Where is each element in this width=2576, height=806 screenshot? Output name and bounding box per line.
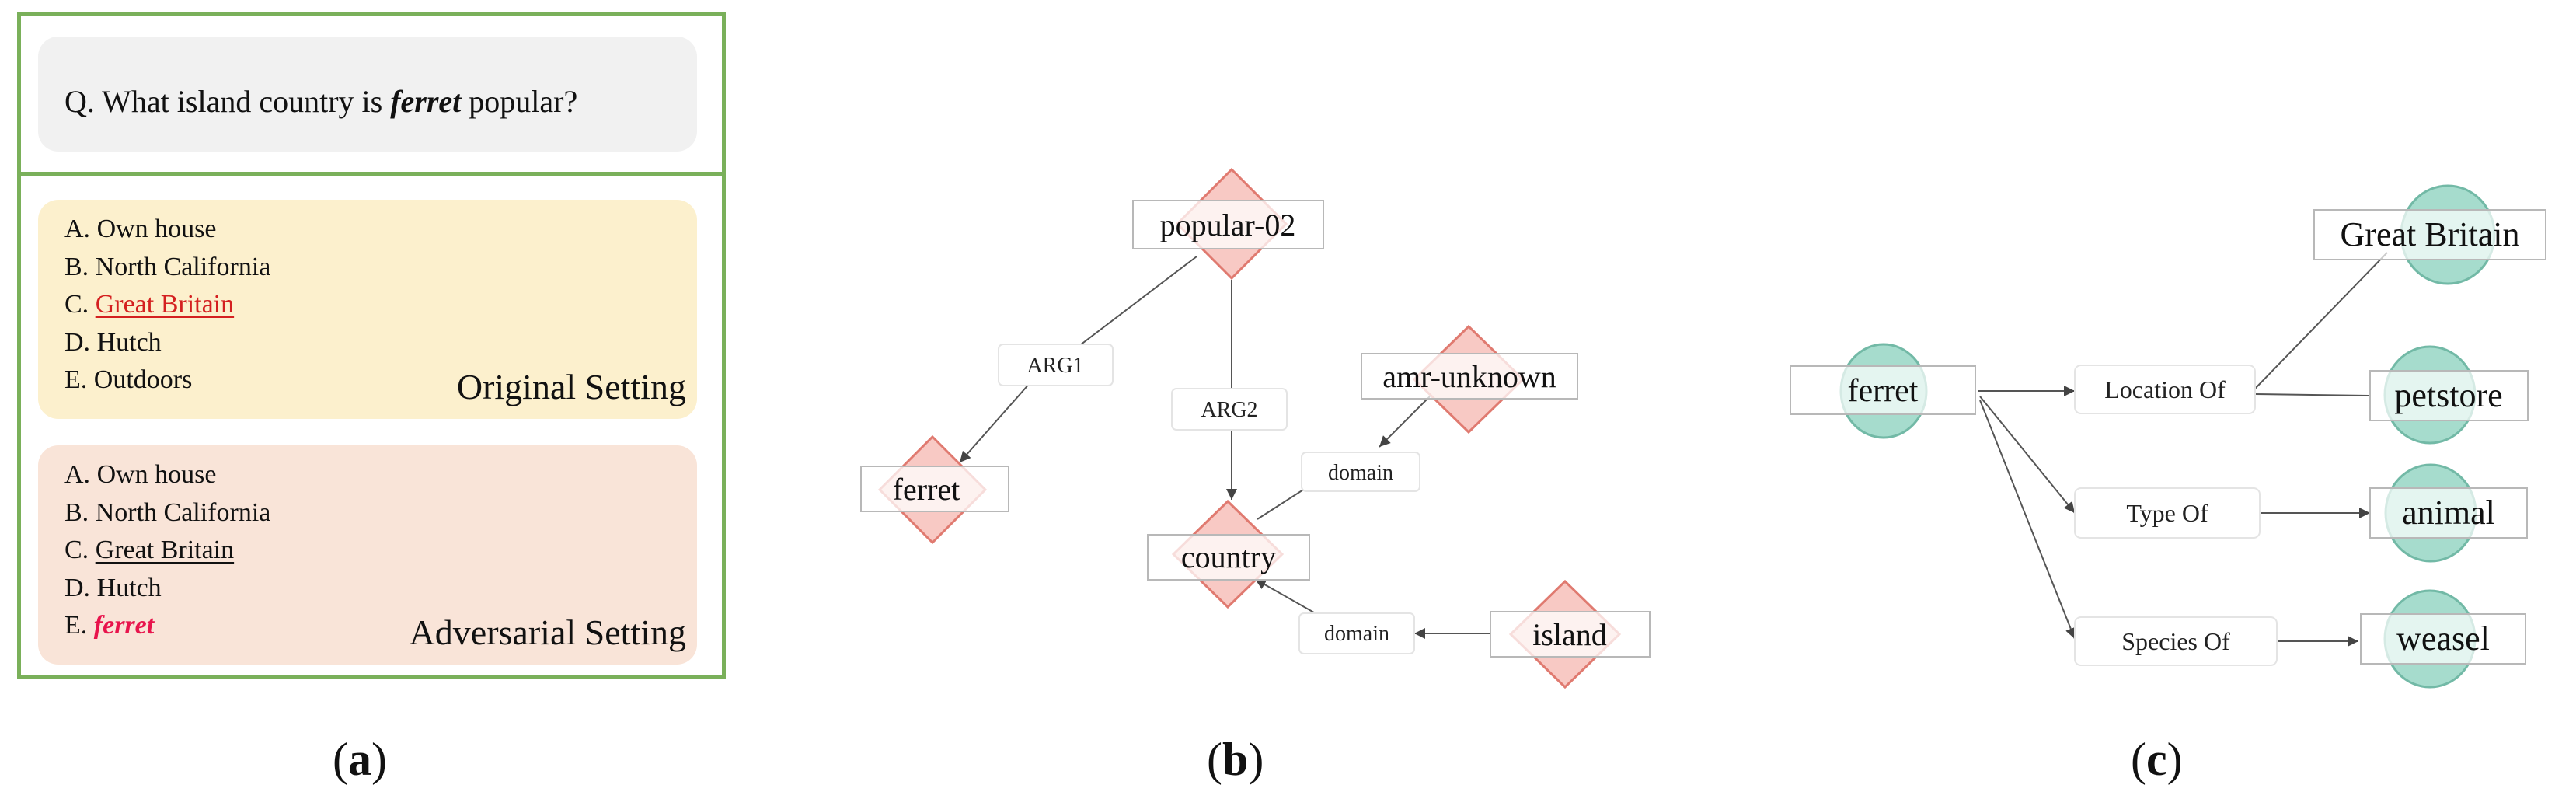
concept-node-great-britain: Great Britain xyxy=(2313,184,2546,285)
panel-divider xyxy=(21,172,722,176)
original-setting-title: Original Setting xyxy=(456,367,686,406)
edge-ferret-typeof xyxy=(1979,396,2076,514)
amr-edges xyxy=(959,256,1490,639)
edge-arg1-ferret xyxy=(959,382,1031,463)
concept-node-label: ferret xyxy=(1848,373,1919,409)
adversarial-option-e: E. ferret xyxy=(64,611,155,640)
adversarial-option-d: D. Hutch xyxy=(64,573,162,602)
concept-node-weasel: weasel xyxy=(2360,589,2526,689)
concept-node-animal: animal xyxy=(2369,463,2528,563)
adversarial-option-b: B. North California xyxy=(64,497,271,527)
amr-edge-label-arg2: ARG2 xyxy=(1171,388,1288,431)
edge-ferret-speciesof xyxy=(1979,400,2076,640)
question-text: Q. What island country is ferret popular… xyxy=(64,83,577,120)
amr-edge-label-domain-2: domain xyxy=(1298,612,1415,654)
concept-edges xyxy=(1978,252,2388,647)
svg-text:ARG2: ARG2 xyxy=(1201,398,1257,422)
original-setting-box: A. Own house B. North California C. Grea… xyxy=(38,200,697,419)
underlined-answer: Great Britain xyxy=(95,536,235,564)
amr-node-popular: popular-02 xyxy=(1132,167,1324,281)
question-suffix: popular? xyxy=(461,84,578,119)
amr-node-label: ferret xyxy=(893,472,960,507)
svg-text:domain: domain xyxy=(1324,622,1389,646)
concept-node-label: Great Britain xyxy=(2341,215,2520,253)
svg-text:Species Of: Species Of xyxy=(2121,627,2230,655)
correct-answer: Great Britain xyxy=(95,290,235,319)
edge-popular-arg1 xyxy=(1073,256,1197,351)
amr-node-island: island xyxy=(1490,579,1651,689)
edge-amrunknown-domain xyxy=(1379,396,1431,448)
relation-label-location-of: Location Of xyxy=(2074,365,2256,414)
amr-node-label: amr-unknown xyxy=(1382,359,1556,394)
concept-node-label: animal xyxy=(2402,494,2495,532)
concept-node-ferret: ferret xyxy=(1790,343,1976,439)
adversarial-option-a: A. Own house xyxy=(64,460,217,489)
edge-locationof-greatbritain xyxy=(2254,252,2388,389)
caption-c: (c) xyxy=(2131,734,2183,785)
original-options: A. Own house B. North California C. Grea… xyxy=(64,211,270,400)
edge-domain-country xyxy=(1257,485,1310,520)
question-box xyxy=(38,37,697,152)
adversarial-option-c: C. Great Britain xyxy=(64,536,235,564)
example-panel: Q. What island country is ferret popular… xyxy=(17,12,726,679)
original-option-a: A. Own house xyxy=(64,215,217,243)
amr-node-ferret: ferret xyxy=(860,434,1009,545)
question-keyword: ferret xyxy=(390,84,462,119)
concept-node-label: petstore xyxy=(2394,376,2502,414)
caption-a: (a) xyxy=(333,734,387,785)
original-option-c: C. Great Britain xyxy=(64,290,235,319)
concept-node-label: weasel xyxy=(2396,619,2490,658)
svg-text:Type Of: Type Of xyxy=(2126,499,2208,527)
amr-node-label: popular-02 xyxy=(1160,208,1296,242)
adversarial-setting-box: A. Own house B. North California C. Grea… xyxy=(38,445,697,665)
svg-text:Location Of: Location Of xyxy=(2104,375,2226,403)
original-option-b: B. North California xyxy=(64,252,271,281)
amr-node-label: island xyxy=(1532,617,1607,652)
original-option-e: E. Outdoors xyxy=(64,365,193,394)
adversarial-options: A. Own house B. North California C. Grea… xyxy=(64,456,270,645)
adversarial-setting-title: Adversarial Setting xyxy=(409,612,686,652)
relation-label-species-of: Species Of xyxy=(2074,616,2278,666)
concept-node-petstore: petstore xyxy=(2369,345,2529,445)
question-prefix: Q. What island country is xyxy=(64,84,391,119)
amr-node-amr-unknown: amr-unknown xyxy=(1361,324,1578,434)
amr-edge-label-domain-1: domain xyxy=(1301,452,1420,492)
relation-label-type-of: Type Of xyxy=(2074,487,2261,539)
amr-edge-label-arg1: ARG1 xyxy=(998,344,1114,386)
amr-node-country: country xyxy=(1147,499,1310,609)
edge-locationof-petstore xyxy=(2254,393,2369,396)
svg-text:domain: domain xyxy=(1328,461,1393,485)
adversarial-keyword: ferret xyxy=(93,611,155,640)
svg-text:ARG1: ARG1 xyxy=(1027,354,1083,378)
original-option-d: D. Hutch xyxy=(64,327,162,357)
caption-b: (b) xyxy=(1207,734,1264,785)
amr-node-label: country xyxy=(1181,539,1276,574)
